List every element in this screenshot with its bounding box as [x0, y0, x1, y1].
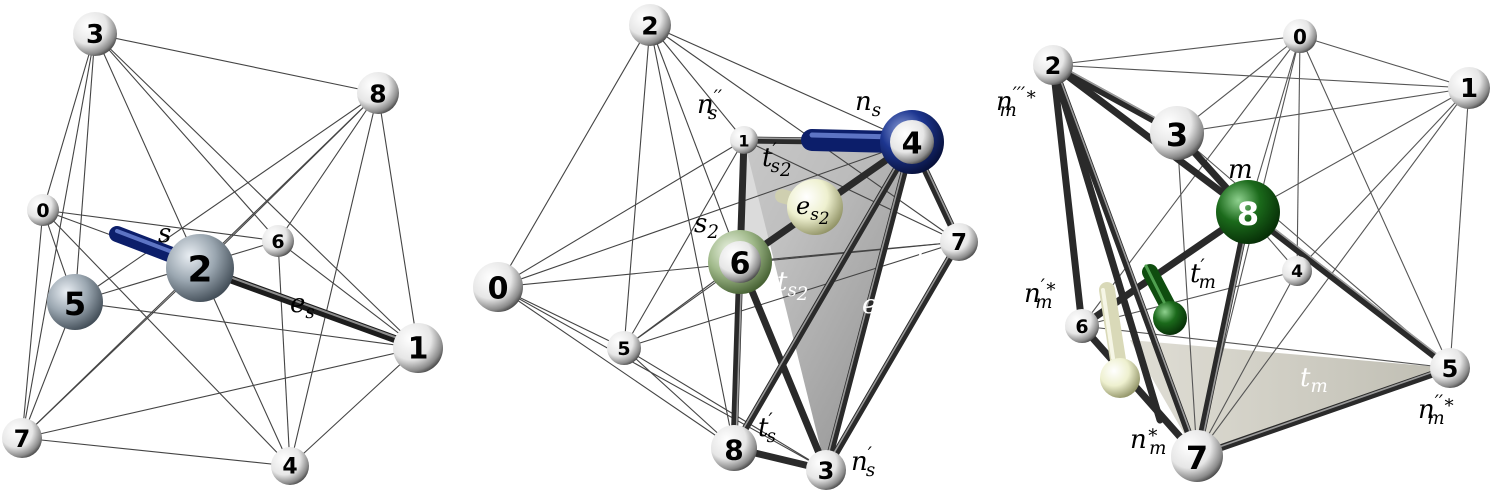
node-5: 5	[1430, 348, 1470, 388]
node-4: 4	[271, 447, 309, 485]
label-ns-prime: n′s	[851, 444, 875, 481]
annotations: s es	[158, 219, 315, 323]
label-ts-prime: t′s	[758, 410, 776, 447]
svg-text:7: 7	[951, 230, 967, 256]
node-0: 0	[1283, 19, 1317, 53]
edges-thick-highlight	[1054, 62, 1453, 457]
label-ts2: ts2	[777, 267, 808, 305]
svg-text:7: 7	[14, 425, 31, 453]
label-nm-triple-prime-star: n′′′∗m	[996, 84, 1038, 121]
svg-text:4: 4	[902, 127, 923, 162]
label-es: es	[862, 290, 887, 324]
node-8: 8	[711, 425, 757, 471]
label-nm-prime-star: n′∗m	[1024, 276, 1057, 313]
node-8: 8	[1216, 180, 1280, 244]
node-0: 0	[27, 194, 59, 226]
normal-tm-prime-arrow	[1142, 264, 1187, 335]
node-5: 5	[47, 274, 103, 330]
node-5: 5	[607, 331, 641, 365]
svg-text:4: 4	[1291, 262, 1303, 282]
svg-text:0: 0	[488, 272, 509, 307]
triangle-face	[1130, 340, 1450, 456]
svg-text:3: 3	[818, 457, 835, 485]
node-6: 6	[708, 230, 772, 294]
svg-text:8: 8	[724, 434, 743, 467]
annotations: ns n′′s t′s2 s2 ts2 ts es t′s n′s	[694, 87, 935, 481]
edges-thin	[21, 33, 419, 467]
node-7: 7	[940, 223, 978, 261]
node-4: 4	[880, 110, 944, 174]
svg-text:2: 2	[187, 250, 212, 291]
svg-text:5: 5	[617, 338, 630, 360]
nodes: 2 1 4 0 6 7	[473, 4, 978, 490]
node-7: 7	[2, 418, 42, 458]
svg-text:2: 2	[641, 12, 658, 41]
node-1: 1	[730, 126, 758, 154]
svg-text:7: 7	[1186, 439, 1208, 477]
label-nm-double-prime-star: n′′∗m	[1418, 392, 1455, 429]
panel-left: 3 8 0 6 2 5 1	[2, 12, 443, 485]
normal-nm-star-arrow	[1099, 282, 1140, 398]
svg-text:0: 0	[1293, 25, 1307, 49]
node-3: 3	[806, 450, 846, 490]
label-tm: tm	[1300, 363, 1328, 397]
nodes: 2 0 1 3 8 4 6	[1033, 19, 1490, 482]
label-s: s	[158, 219, 171, 249]
label-es: es	[290, 289, 315, 323]
node-1: 1	[393, 323, 443, 373]
svg-text:8: 8	[369, 80, 386, 109]
label-ns: ns	[855, 87, 881, 121]
node-8: 8	[357, 72, 399, 114]
label-ts2-prime: t′s2	[762, 140, 792, 181]
svg-text:6: 6	[271, 231, 284, 253]
nodes: 3 8 0 6 2 5 1	[2, 12, 443, 485]
svg-text:1: 1	[408, 332, 429, 367]
edge-es-thick	[201, 266, 418, 350]
node-4: 4	[1282, 256, 1312, 286]
svg-text:3: 3	[86, 20, 104, 50]
label-tm-prime: t′m	[1190, 256, 1216, 293]
node-2: 2	[1033, 45, 1073, 85]
svg-text:1: 1	[738, 132, 749, 151]
svg-text:5: 5	[64, 285, 86, 323]
node-6: 6	[262, 225, 294, 257]
node-1: 1	[1448, 67, 1490, 109]
svg-text:4: 4	[282, 455, 297, 480]
svg-text:8: 8	[1237, 195, 1259, 233]
svg-text:1: 1	[1460, 74, 1478, 104]
node-2: 2	[629, 4, 671, 46]
node-2: 2	[166, 234, 234, 302]
panel-right: 2 0 1 3 8 4 6	[996, 19, 1490, 482]
label-ts: ts	[915, 247, 935, 281]
label-ns-double-prime: n′′s	[697, 87, 723, 124]
node-6: 6	[1065, 309, 1099, 343]
label-nm-star: n∗m	[1130, 422, 1166, 459]
label-s2: s2	[694, 209, 719, 243]
node-7: 7	[1171, 430, 1223, 482]
svg-text:6: 6	[1075, 316, 1088, 338]
annotations: n′′′∗m m n′∗m t′m tm n∗m n′′∗m	[996, 84, 1455, 459]
svg-text:2: 2	[1045, 52, 1062, 80]
svg-text:5: 5	[1442, 355, 1459, 383]
node-3: 3	[73, 12, 117, 56]
svg-text:0: 0	[36, 200, 49, 222]
node-3: 3	[1150, 106, 1204, 160]
svg-text:3: 3	[1166, 116, 1188, 154]
svg-text:6: 6	[730, 247, 751, 282]
label-m: m	[1228, 155, 1253, 185]
panel-middle: 2 1 4 0 6 7	[473, 4, 978, 490]
edges-thin	[497, 24, 960, 471]
svg-text:es2: es2	[796, 192, 830, 228]
node-0: 0	[473, 262, 523, 312]
sphere-es2: es2	[787, 179, 843, 235]
